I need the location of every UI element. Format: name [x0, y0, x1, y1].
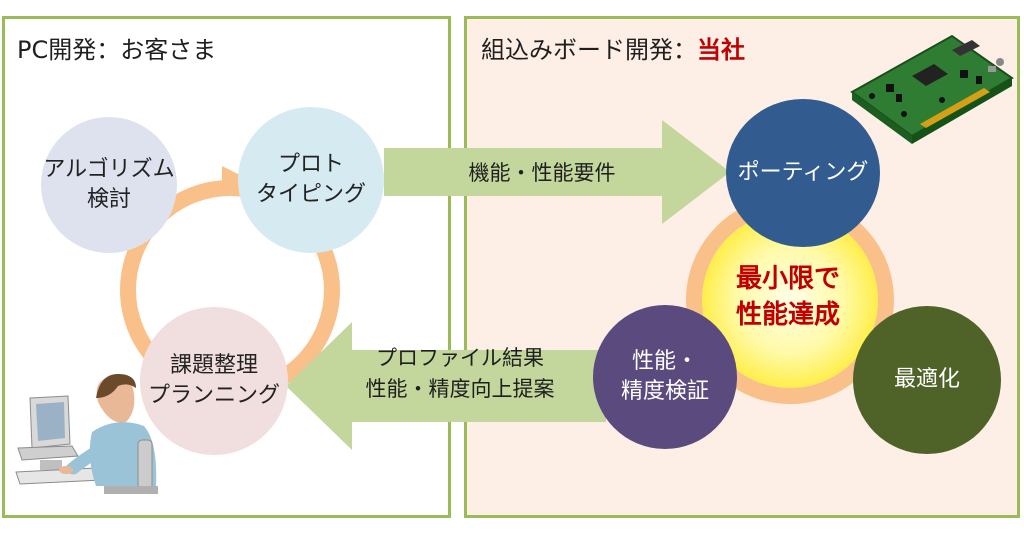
porting-label: ポーティング: [737, 160, 869, 185]
algorithm-label-1: アルゴリズム: [43, 157, 175, 182]
porting-node: ポーティング: [726, 99, 880, 247]
feedback-arrow: [286, 322, 606, 450]
prototyping-node: プロト タイピング: [238, 107, 384, 253]
feedback-label: プロファイル結果 性能・精度向上提案: [310, 343, 610, 405]
verification-node: 性能・ 精度検証: [593, 305, 737, 449]
embedded-title-prefix: 組込みボード開発：: [481, 36, 697, 64]
circuit-board-icon: [850, 34, 1014, 144]
algorithm-label-2: 検討: [86, 187, 131, 212]
algorithm-study-node: アルゴリズム 検討: [41, 117, 177, 253]
planning-label-2: プランニング: [147, 383, 280, 408]
verification-label-2: 精度検証: [620, 379, 709, 404]
embedded-title-accent: 当社: [697, 36, 745, 64]
feedback-label-1: プロファイル結果: [376, 346, 544, 370]
planning-node: 課題整理 プランニング: [140, 307, 288, 455]
pc-panel-title: PC開発：お客さま: [17, 36, 217, 64]
optimization-label: 最適化: [893, 367, 960, 392]
requirements-label: 機能・性能要件: [468, 161, 616, 185]
goal-glow: [702, 212, 878, 388]
verification-label-1: 性能・: [631, 349, 698, 374]
goal-text: 最小限で 性能達成: [720, 255, 856, 339]
prototyping-label-2: タイピング: [255, 182, 366, 207]
computer-user-icon: [15, 374, 158, 494]
requirements-arrow: [384, 120, 730, 224]
planning-label-1: 課題整理: [169, 353, 258, 378]
prototyping-label-1: プロト: [277, 152, 344, 177]
goal-label-1: 最小限で: [735, 264, 840, 294]
goal-label-2: 性能達成: [735, 300, 840, 330]
optimization-node: 最適化: [853, 306, 1001, 454]
pc-cycle-arrowhead: [222, 166, 246, 190]
feedback-label-2: 性能・精度向上提案: [365, 377, 555, 401]
embedded-panel-title: 組込みボード開発：当社: [481, 30, 745, 65]
